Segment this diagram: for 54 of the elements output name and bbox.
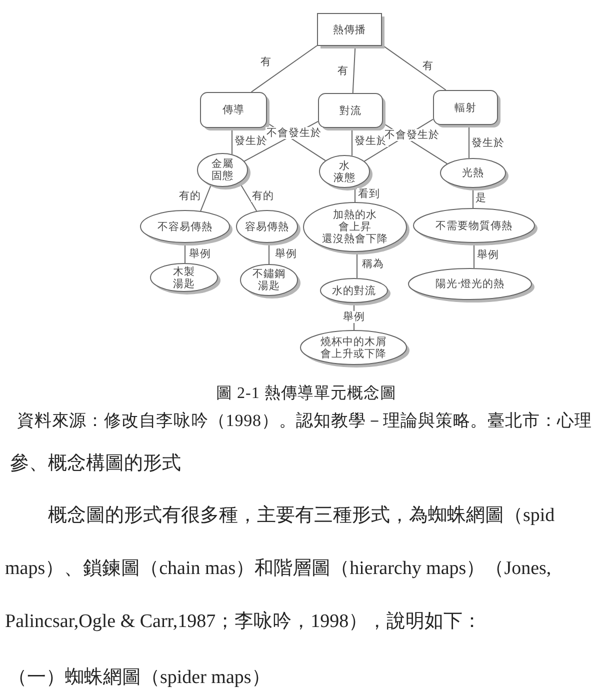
connector-line <box>184 242 186 264</box>
concept-ellipse <box>240 264 301 299</box>
source-note: 資料來源：修改自李咏吟（1998）。認知教學－理論與策略。臺北市：心理 <box>17 410 592 432</box>
edge-label: 不會發生於 <box>266 127 322 139</box>
node-label: 輻射 <box>454 102 476 114</box>
concept-ellipse <box>440 158 509 191</box>
connector-line <box>472 188 474 208</box>
node-label: 水液態 <box>334 160 356 184</box>
concept-ellipse <box>140 210 233 246</box>
edge-label: 舉例 <box>342 311 366 323</box>
node-label: 不容易傳熱 <box>158 220 212 232</box>
node-label: 陽光‧燈光的熱 <box>435 278 505 290</box>
node-label: 加熱的水會上昇還沒熱會下降 <box>322 209 388 245</box>
edge-label: 是 <box>474 192 488 204</box>
node-label: 光熱 <box>462 167 484 179</box>
edge-label: 有的 <box>178 190 202 202</box>
concept-ellipse <box>320 278 391 306</box>
node-label: 傳導 <box>222 104 244 116</box>
node-label: 木製湯匙 <box>173 266 195 290</box>
edge-label: 有 <box>422 60 434 72</box>
edge-label: 發生於 <box>470 137 506 149</box>
edge-label: 舉例 <box>188 248 212 260</box>
concept-box <box>317 13 385 49</box>
concept-ellipse <box>197 153 251 190</box>
node-label: 對流 <box>340 104 362 116</box>
concept-ellipse <box>413 208 538 246</box>
edge-label: 舉例 <box>476 249 500 261</box>
concept-ellipse <box>300 330 410 368</box>
node-label: 燒杯中的木屑會上升或下降 <box>320 336 386 360</box>
edge-label: 有 <box>336 65 350 77</box>
concept-ellipse <box>150 263 221 295</box>
edge-label: 發生於 <box>234 135 268 147</box>
body-paragraph: 概念圖的形式有很多種，主要有三種形式，為蜘蛛網圖（spid maps）、鎖鍊圖（chain mas）和階層圖（hierarchy maps）（Jones, Palincsar,Ogle & Carr,1987；李咏吟，1998），說明如下： <box>5 504 556 634</box>
concept-ellipse <box>408 268 535 303</box>
edge-label: 有的 <box>251 190 275 202</box>
figure-caption: 圖 2-1 熱傳導單元概念圖 <box>216 384 396 404</box>
edge-label: 不會發生於 <box>384 129 440 141</box>
edge-label: 看到 <box>357 188 381 200</box>
section-heading: 參、概念構圖的形式 <box>10 452 181 476</box>
concept-ellipse <box>236 210 301 246</box>
node-label: 水的對流 <box>332 284 376 296</box>
connector-line <box>200 184 212 212</box>
edge-label: 稱為 <box>361 258 385 270</box>
connector-line <box>250 45 318 92</box>
node-label: 不需要物質傳熱 <box>436 220 512 232</box>
node-label: 熱傳播 <box>333 24 366 36</box>
edge-label: 有 <box>260 56 272 68</box>
node-label: 金屬固態 <box>212 158 234 182</box>
subsection-heading: （一）蜘蛛網圖（spider maps） <box>8 666 270 690</box>
node-label: 容易傳熱 <box>245 220 289 232</box>
node-label: 不鏽鋼湯匙 <box>252 268 286 292</box>
edge-label: 舉例 <box>274 248 298 260</box>
concept-box <box>433 90 501 128</box>
concept-ellipse <box>303 202 410 255</box>
